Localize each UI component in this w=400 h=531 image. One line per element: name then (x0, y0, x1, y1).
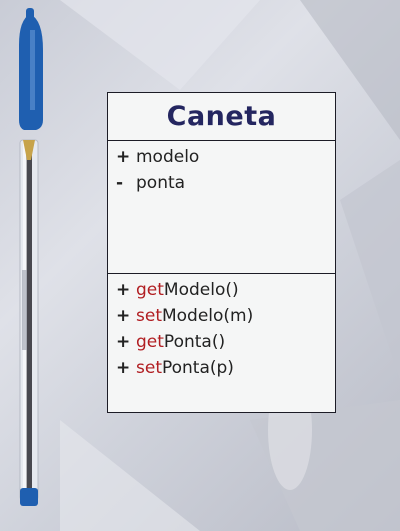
method-name: Modelo(m) (161, 306, 254, 326)
ballpoint-pen-icon (19, 8, 43, 506)
attribute-row: - ponta (108, 173, 335, 199)
method-name: Ponta(p) (161, 358, 234, 378)
attribute-name: modelo (136, 147, 200, 167)
method-name: Ponta() (163, 332, 226, 352)
visibility-marker: + (116, 332, 131, 352)
method-name: Modelo() (163, 280, 239, 300)
visibility-marker: + (116, 358, 131, 378)
class-name: Caneta (108, 93, 335, 141)
visibility-marker: + (116, 147, 131, 167)
method-prefix: set (136, 306, 162, 326)
method-prefix: get (136, 332, 164, 352)
visibility-marker: + (116, 306, 131, 326)
method-prefix: set (136, 358, 162, 378)
method-prefix: get (136, 280, 164, 300)
visibility-marker: - (116, 173, 124, 193)
attribute-name: ponta (136, 173, 186, 193)
attributes-section: + modelo - ponta (108, 141, 335, 274)
attribute-row: + modelo (108, 147, 335, 173)
visibility-marker: + (116, 280, 131, 300)
